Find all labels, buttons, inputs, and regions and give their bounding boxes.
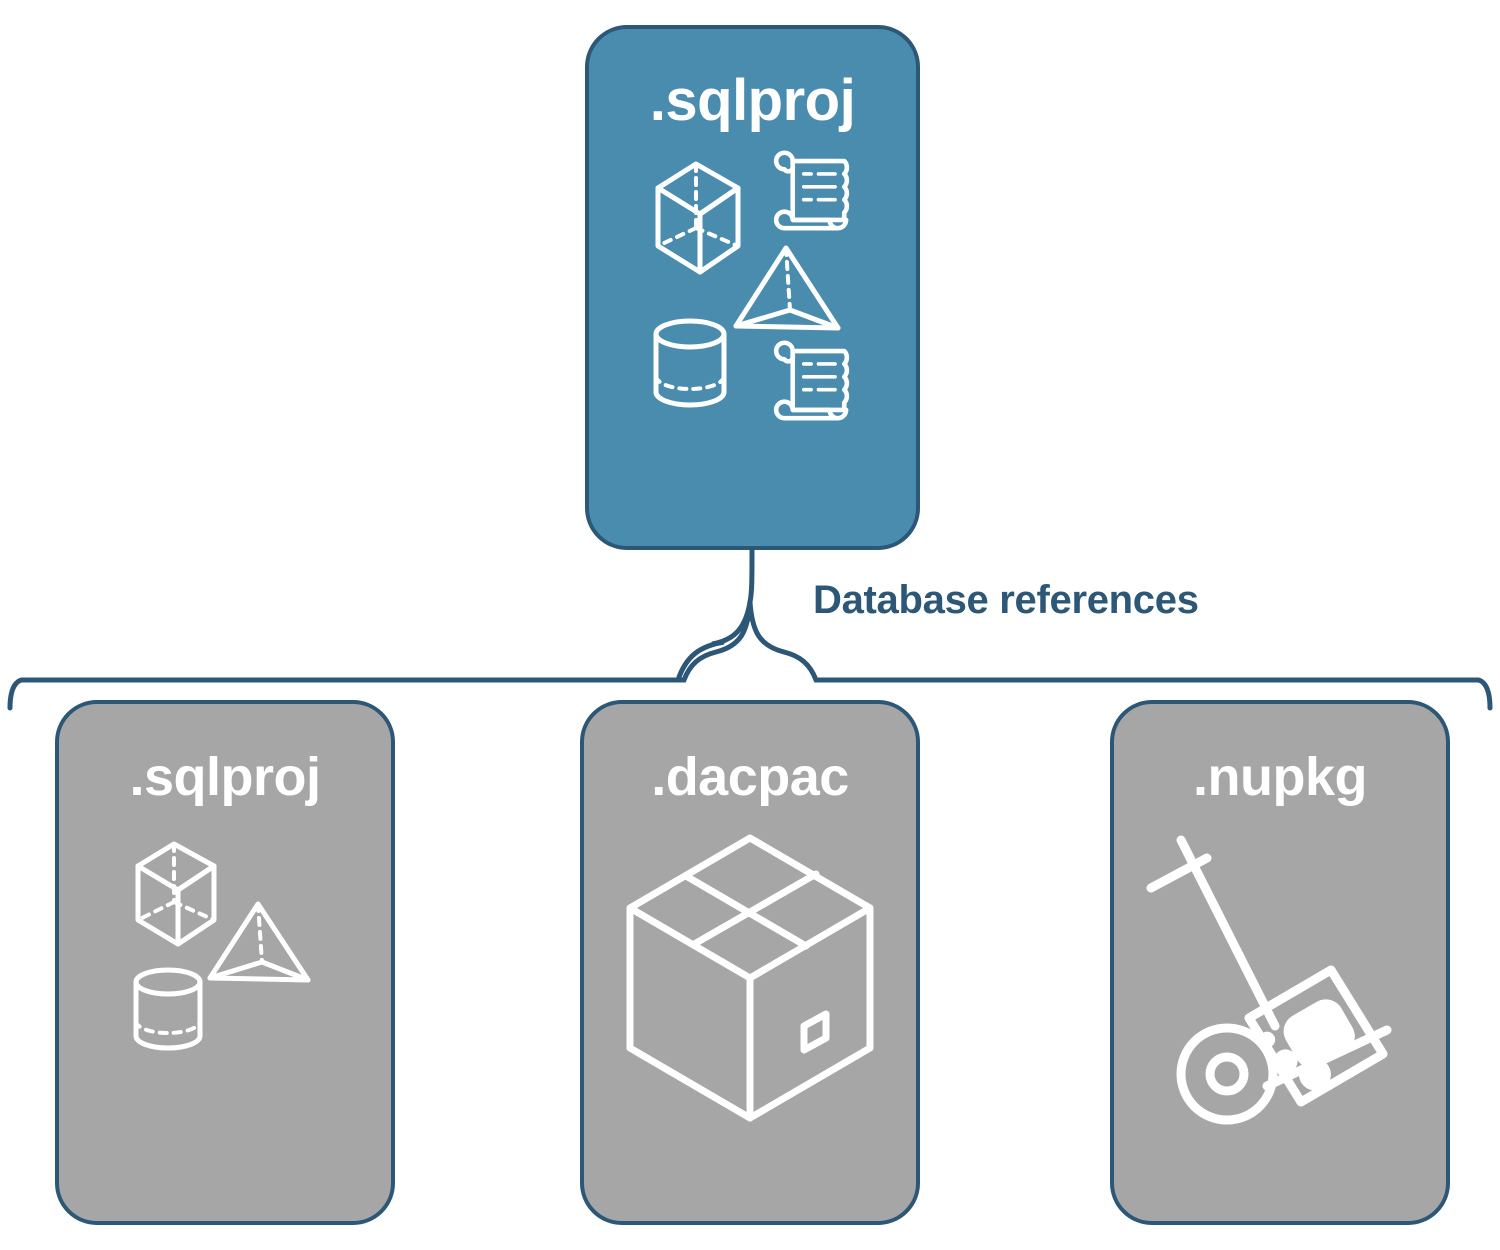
database-references-label: Database references xyxy=(813,578,1199,622)
reference-card-dacpac[interactable]: .dacpac xyxy=(580,700,920,1225)
database-shapes-and-scripts-icon xyxy=(638,144,868,434)
hand-truck-package-icon xyxy=(1135,830,1425,1130)
root-sqlproj-label: .sqlproj xyxy=(649,68,856,133)
database-shapes-icon xyxy=(118,830,333,1060)
reference-nupkg-label: .nupkg xyxy=(1193,747,1367,807)
reference-card-sqlproj[interactable]: .sqlproj xyxy=(55,700,395,1225)
shipping-box-icon xyxy=(608,830,893,1130)
reference-sqlproj-label: .sqlproj xyxy=(129,747,321,807)
root-sqlproj-card[interactable]: .sqlproj xyxy=(585,25,920,550)
reference-card-nupkg[interactable]: .nupkg xyxy=(1110,700,1450,1225)
reference-dacpac-label: .dacpac xyxy=(651,747,849,807)
